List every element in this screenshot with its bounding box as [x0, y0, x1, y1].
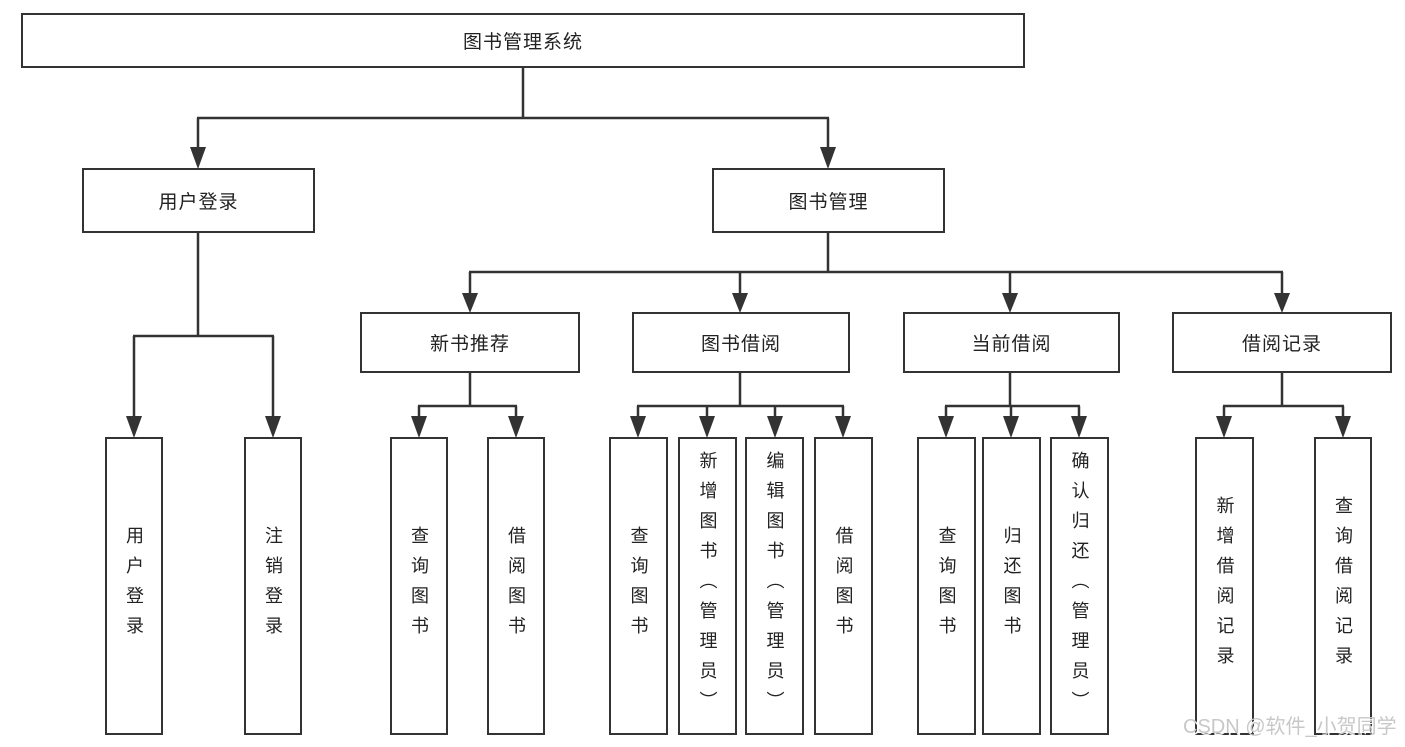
- leaf-label: 编辑图书（管理员）: [764, 451, 785, 721]
- node-label: 当前借阅: [971, 334, 1052, 355]
- leaf-label: 确认归还（管理员）: [1069, 451, 1090, 721]
- leaf-label: 借阅图书: [506, 526, 526, 646]
- leaf-borrowing-query-books: 查询图书: [609, 437, 668, 735]
- node-label: 用户登录: [158, 192, 239, 213]
- leaf-records-add-record: 新增借阅记录: [1195, 437, 1254, 735]
- leaf-records-query-record: 查询借阅记录: [1314, 437, 1372, 735]
- leaf-borrowing-add-books-admin: 新增图书（管理员）: [678, 437, 737, 735]
- node-label: 借阅记录: [1241, 334, 1322, 355]
- node-library-system: 图书管理系统: [21, 13, 1025, 68]
- node-book-borrowing: 图书借阅: [632, 312, 850, 373]
- leaf-label: 归还图书: [1001, 526, 1022, 646]
- csdn-watermark: CSDN @软件_小贺同学: [1183, 716, 1397, 738]
- leaf-label: 注销登录: [263, 526, 283, 646]
- leaf-label: 借阅图书: [833, 526, 854, 646]
- leaf-label: 新增借阅记录: [1214, 496, 1235, 676]
- node-current-borrowing: 当前借阅: [903, 312, 1120, 373]
- leaf-label: 查询图书: [409, 526, 429, 646]
- node-label: 图书借阅: [700, 334, 781, 355]
- leaf-logout: 注销登录: [244, 437, 302, 735]
- node-book-management: 图书管理: [712, 168, 945, 233]
- leaf-label: 查询借阅记录: [1333, 496, 1353, 676]
- leaf-current-return-books: 归还图书: [982, 437, 1041, 735]
- node-label: 图书管理: [788, 192, 869, 213]
- node-borrowing-records: 借阅记录: [1172, 312, 1392, 373]
- leaf-borrowing-borrow-books: 借阅图书: [814, 437, 873, 735]
- leaf-newbooks-query-books: 查询图书: [390, 437, 448, 735]
- node-user-login: 用户登录: [82, 168, 315, 233]
- leaf-borrowing-edit-books-admin: 编辑图书（管理员）: [745, 437, 804, 735]
- leaf-label: 查询图书: [936, 526, 957, 646]
- leaf-newbooks-borrow-books: 借阅图书: [487, 437, 545, 735]
- node-label: 新书推荐: [429, 334, 510, 355]
- node-label: 图书管理系统: [462, 32, 583, 53]
- leaf-label: 新增图书（管理员）: [697, 451, 718, 721]
- arrowhead-icons: [126, 147, 1351, 438]
- leaf-label: 用户登录: [124, 526, 144, 646]
- leaf-label: 查询图书: [628, 526, 649, 646]
- leaf-current-confirm-return-admin: 确认归还（管理员）: [1050, 437, 1109, 735]
- leaf-current-query-books: 查询图书: [917, 437, 976, 735]
- leaf-user-login: 用户登录: [105, 437, 163, 735]
- node-new-book-recommend: 新书推荐: [360, 312, 580, 373]
